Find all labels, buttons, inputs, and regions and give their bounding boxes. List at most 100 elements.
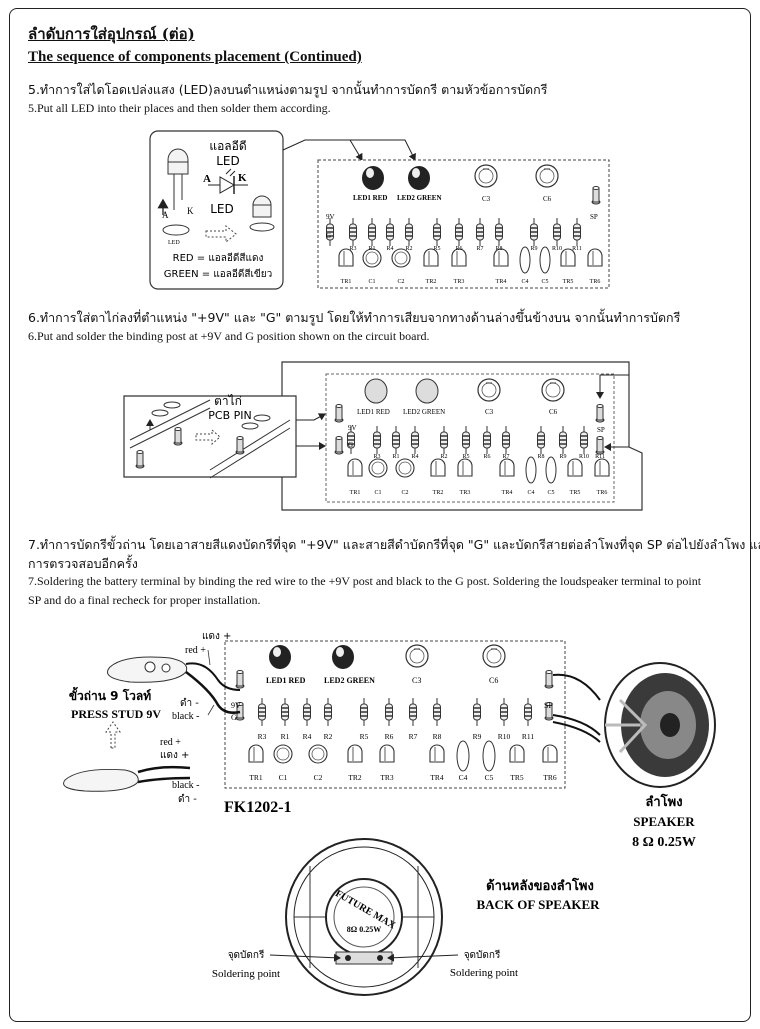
step5-english: 5.Put all LED into their places and then… [28,101,331,115]
board2-resistor-label: R1 [392,454,399,460]
board3-led1-label: LED1 RED [266,676,306,685]
page-frame [9,8,751,1022]
board3-resistor-label: R11 [522,732,534,741]
press-stud-english: PRESS STUD 9V [71,707,161,721]
pcb-pin-thai-label: ตาไก่ [214,394,242,408]
battery-snap-top [107,649,241,716]
step7-english-line1: 7.Soldering the battery terminal by bind… [28,574,702,588]
board1-resistor-label: R7 [476,246,483,252]
board3-led2-label: LED2 GREEN [324,676,375,685]
board2-resistor-label: R2 [440,454,447,460]
board2-part-label: C4 [527,490,534,496]
speaker-drawing [552,662,716,788]
board1-part-label: C4 [521,279,528,285]
board1-resistor-label: R8 [495,246,502,252]
black-wire-label-english-2: black - [172,780,200,791]
board1-part-label: TR6 [590,279,601,285]
board-model-label: FK1202-1 [224,799,292,816]
red-wire-label-english: red + [185,645,206,656]
board1-part-label: C5 [541,279,548,285]
red-wire-label-english-2: red + [160,737,181,748]
board1-part-label: C1 [368,279,375,285]
inset-k-letter: K [187,206,194,216]
board2-g-label: G [348,441,353,449]
inset-led-title-thai: แอลอีดี [209,139,246,153]
board1-part-label: TR1 [341,279,352,285]
board1-part-label: TR3 [454,279,465,285]
diode-symbol-label: LED [210,202,234,216]
board1-resistor-label: R11 [572,246,582,252]
board1-resistor-label: R1 [368,246,375,252]
step6-thai: 6.ทำการใส่ตาไก่ลงที่ตำแหน่ง "+9V" และ "G… [28,310,681,325]
board2-resistor-label: R10 [579,454,589,460]
board2-part-label: TR6 [597,490,608,496]
press-stud-thai: ขั้วถ่าน 9 โวลท์ [69,686,151,703]
board2-part-label: TR1 [350,490,361,496]
board1-resistor-label: R10 [552,246,562,252]
board3-resistor-label: R4 [303,732,312,741]
inset-a-letter: A [162,210,169,220]
board1-part-label: TR4 [496,279,507,285]
legend-green: GREEN = แอลอีดีสีเขียว [164,268,272,280]
step6-english: 6.Put and solder the binding post at +9V… [28,329,430,343]
board3-part-label: TR6 [543,773,557,782]
svg-text:LED: LED [168,240,180,246]
step5-thai: 5.ทำการใส่ไดโอดเปล่งแสง (LED)ลงบนตำแหน่ง… [28,82,548,97]
black-wire-label-english: black - [172,711,200,722]
board1-resistor-label: R4 [386,246,393,252]
heading-thai: ลำดับการใส่อุปกรณ์ (ต่อ) [28,25,195,43]
board2-resistor-label: R3 [373,454,380,460]
red-wire-label-thai: แดง + [202,631,231,642]
board2-part-label: C2 [401,490,408,496]
board3-part-label: C1 [279,773,288,782]
speaker-back-spec: 8Ω 0.25W [347,925,381,934]
back-of-speaker-thai: ด้านหลังของลำโพง [486,877,594,894]
board3-part-label: TR4 [430,773,444,782]
step7-thai-line1: 7.ทำการบัดกรีขั้วถ่าน โดยเอาสายสีแดงบัดก… [28,537,760,552]
board2-sp-label: SP [597,426,605,434]
board3-part-label: C4 [459,773,468,782]
board3-resistor-label: R1 [281,732,290,741]
board3-part-label: TR3 [380,773,394,782]
board3-sp-label: SP [544,701,553,710]
board1-sp-label: SP [590,213,598,221]
black-wire-label-thai: ดำ - [180,698,199,709]
battery-snap-bottom [63,721,191,792]
board1-part-label: TR5 [563,279,574,285]
board1-resistor-label: R5 [433,246,440,252]
diode-cathode-label: K [238,172,247,184]
black-wire-label-thai-2: ดำ - [178,794,197,805]
board1-part-label: C2 [397,279,404,285]
board1-g-label: G [326,232,331,240]
solder-point-left-english: Soldering point [212,968,280,980]
red-wire-label-thai-2: แดง + [160,750,189,761]
board3-c3-label: C3 [412,676,421,685]
solder-point-left-thai: จุดบัดกรี [228,949,265,961]
board3-resistor-label: R2 [324,732,333,741]
board1-9v-label: 9V [326,213,335,221]
board3-part-label: C2 [314,773,323,782]
pcb-pin-english-label: PCB PIN [208,409,251,422]
board2-resistor-label: R8 [537,454,544,460]
board2-resistor-label: R5 [462,454,469,460]
board2-part-label: C1 [374,490,381,496]
board1-c3-label: C3 [482,195,491,203]
step7-english-line2: SP and do a final recheck for proper ins… [28,593,261,607]
speaker-label-english: SPEAKER [633,814,695,829]
board3-resistor-label: R9 [473,732,482,741]
board1-resistor-label: R2 [405,246,412,252]
solder-point-right-thai: จุดบัดกรี [464,949,501,961]
board2-c3-label: C3 [485,408,494,416]
board1-resistor-label: R3 [349,246,356,252]
board2-part-label: TR4 [502,490,513,496]
board3-c6-label: C6 [489,676,498,685]
board2-led2-label: LED2 GREEN [403,408,445,416]
solder-point-right-english: Soldering point [450,967,518,979]
board3-part-label: TR2 [348,773,362,782]
heading-english: The sequence of components placement (Co… [28,49,362,65]
board1-part-label: TR2 [426,279,437,285]
board1-resistor-label: R9 [530,246,537,252]
board3-resistor-label: R3 [258,732,267,741]
board2-resistor-label: R9 [559,454,566,460]
